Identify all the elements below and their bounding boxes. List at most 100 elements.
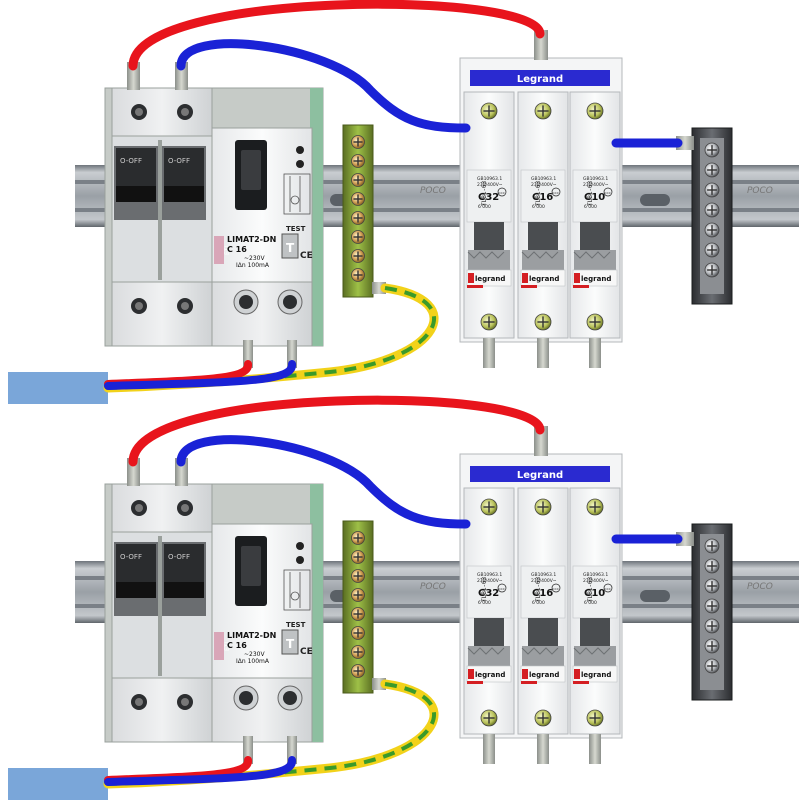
test-label: TEST (286, 225, 306, 233)
ccc-mark: CCC (605, 587, 611, 591)
terminal-stub (243, 340, 253, 368)
rcbo-rating: C 16 (227, 641, 247, 650)
mcb-standard: GB10963.1 (583, 176, 608, 182)
brand-tag: ETI (224, 246, 231, 255)
mcb-rating: C16 (532, 192, 553, 203)
rcbo-model: LIMAT2-DN (227, 631, 276, 640)
earth-busbar (342, 124, 386, 298)
neutral-busbar (676, 127, 733, 305)
footer-brand: legrand (475, 275, 505, 283)
mcb-series: TLB1-63 (481, 180, 488, 206)
legrand-logo (522, 669, 528, 679)
neutral-wire-in (176, 435, 471, 529)
mcb-standard: GB10963.1 (583, 572, 608, 578)
earth-busbar (342, 520, 386, 694)
rcbo-toggle: O-OFF (162, 146, 206, 220)
neutral-wire-supply (104, 756, 296, 786)
toggle-text: O-OFF (168, 157, 190, 165)
toggle-text: O-OFF (120, 553, 142, 561)
toggle-text: O-OFF (120, 157, 142, 165)
rcbo-rating: C 16 (227, 245, 247, 254)
terminal-stub (589, 338, 601, 368)
mcb-standard: GB10963.1 (477, 572, 502, 578)
mcb-rating: C32 (478, 192, 499, 203)
mcb-rating: C16 (532, 588, 553, 599)
mcb-capacity: 6 000 (478, 204, 491, 210)
rail-marking: POCO (420, 186, 446, 196)
rail-marking: POCO (747, 582, 773, 592)
footer-brand: legrand (529, 671, 559, 679)
brand-tag: ETI (224, 642, 231, 651)
terminal-stub (537, 734, 549, 764)
rcbo-sensitivity: IΔn 100mA (236, 658, 270, 665)
terminal-stub (287, 736, 297, 764)
mcb-capacity: 6 000 (478, 600, 491, 606)
mcb-capacity: 6 000 (584, 204, 597, 210)
rcbo-voltage: ~230V (244, 651, 265, 658)
mcb-voltage: 230/400V~ (583, 578, 609, 584)
mcb-capacity: 6 000 (532, 600, 545, 606)
rcbo-voltage: ~230V (244, 255, 265, 262)
footer-brand: legrand (529, 275, 559, 283)
mcb-voltage: 230/400V~ (583, 182, 609, 188)
rcbo-sensitivity: IΔn 100mA (236, 262, 270, 269)
mcb-voltage: 230/400V~ (531, 182, 557, 188)
legrand-logo (574, 669, 580, 679)
test-button-glyph: T (286, 241, 295, 255)
rail-slot (640, 194, 670, 206)
brand-strip (214, 236, 224, 264)
terminal-stub (537, 338, 549, 368)
terminal-stub (243, 736, 253, 764)
mcb-toggle (580, 222, 610, 252)
mcb-toggle (528, 618, 558, 648)
mcb-series: TLB1-63 (535, 576, 542, 602)
indicator-dot (296, 146, 304, 154)
legrand-logo (522, 273, 528, 283)
terminal-stub (483, 338, 495, 368)
rcbo-toggle: O-OFF (114, 542, 158, 616)
mcb-voltage: 230/400V~ (531, 578, 557, 584)
mcb-rating: C10 (584, 588, 605, 599)
ce-mark: CE (300, 647, 313, 657)
mcb-voltage: 230/400V~ (477, 182, 503, 188)
mcb-series: TLB1-63 (587, 180, 594, 206)
rcbo-model: LIMAT2-DN (227, 235, 276, 244)
mcb-rating: C32 (478, 588, 499, 599)
rcbo-device: O-OFF O-OFF TEST T CE ETI LIMAT2-DNC 16~230VIΔ… (104, 62, 324, 368)
brand-strip (214, 632, 224, 660)
test-button (281, 629, 299, 655)
mcb-capacity: 6 000 (584, 600, 597, 606)
ccc-mark: CCC (499, 191, 505, 195)
circuit-schematic (283, 173, 311, 215)
footer-brand: legrand (581, 275, 611, 283)
legrand-logo (574, 273, 580, 283)
ccc-mark: CCC (605, 191, 611, 195)
mcb-standard: GB10963.1 (531, 176, 556, 182)
terminal-stub (287, 340, 297, 368)
mcb-voltage: 230/400V~ (477, 578, 503, 584)
ce-mark: CE (300, 251, 313, 261)
phase-wire-in (128, 0, 545, 71)
mcb-standard: GB10963.1 (531, 572, 556, 578)
indicator-dot (296, 160, 304, 168)
legrand-logo (468, 273, 474, 283)
wiring (8, 395, 683, 800)
terminal-stub (483, 734, 495, 764)
circuit-schematic (283, 569, 311, 611)
terminal-stub (589, 734, 601, 764)
ccc-mark: CCC (553, 587, 559, 591)
indicator-dot (296, 542, 304, 550)
mcb-toggle (474, 222, 504, 252)
